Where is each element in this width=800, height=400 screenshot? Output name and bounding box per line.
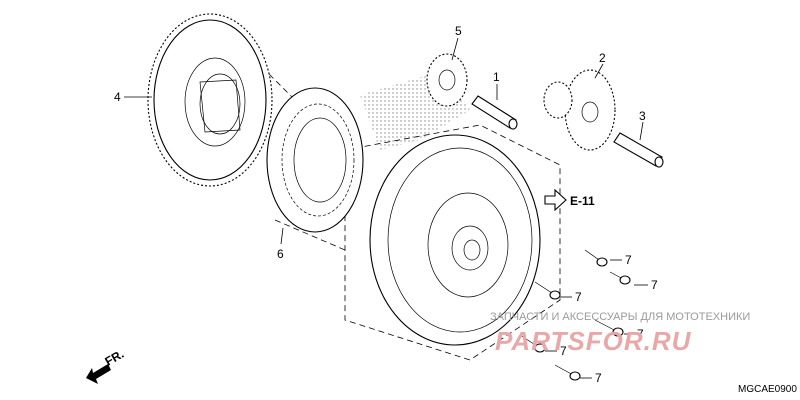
- starter-reduction-gear: [543, 69, 616, 151]
- leader-line: [280, 227, 284, 245]
- starter-idle-gear-small: [426, 53, 468, 107]
- watermark-logo: PARTSFOR.RU: [495, 326, 692, 356]
- callout-7: 7: [595, 371, 602, 385]
- front-direction-indicator: FR.: [86, 347, 126, 384]
- callout-7: 7: [651, 278, 658, 292]
- callout-4: 4: [114, 90, 121, 104]
- leader-line: [451, 37, 459, 61]
- flywheel: [369, 134, 541, 346]
- callout-7: 7: [637, 327, 644, 341]
- bolt: [534, 281, 561, 300]
- bolt: [584, 249, 608, 267]
- callout-7: 7: [560, 344, 567, 358]
- callout-1: 1: [493, 70, 500, 84]
- arrow-left-icon: [86, 364, 111, 384]
- bolt: [609, 271, 631, 285]
- arrow-right-icon: [544, 188, 567, 212]
- leader-line: [594, 63, 604, 79]
- callout-6: 6: [277, 247, 284, 261]
- callout-7: 7: [625, 253, 632, 267]
- bolt: [519, 334, 546, 353]
- one-way-clutch: [266, 87, 364, 233]
- callout-7: 7: [575, 290, 582, 304]
- bolt: [594, 319, 624, 337]
- reduction-gear-shaft: [613, 132, 664, 168]
- flywheel-bolts: [519, 249, 631, 381]
- leader-line: [639, 121, 644, 141]
- assembly-line: [274, 219, 346, 251]
- watermark-tagline: ЗАПЧАСТИ И АКСЕССУАРЫ ДЛЯ МОТОТЕХНИКИ: [490, 311, 750, 323]
- starter-driven-gear: [147, 13, 273, 187]
- idle-gear-shaft: [471, 95, 518, 130]
- callout-5: 5: [455, 24, 462, 38]
- bolt: [554, 364, 581, 381]
- assembly-outline: [344, 124, 561, 361]
- callout-2: 2: [599, 51, 606, 65]
- reference-label: E-11: [570, 194, 595, 208]
- diagram-code: MGCAE0900: [738, 384, 797, 395]
- callout-3: 3: [639, 109, 646, 123]
- reference-arrow: E-11: [544, 188, 595, 212]
